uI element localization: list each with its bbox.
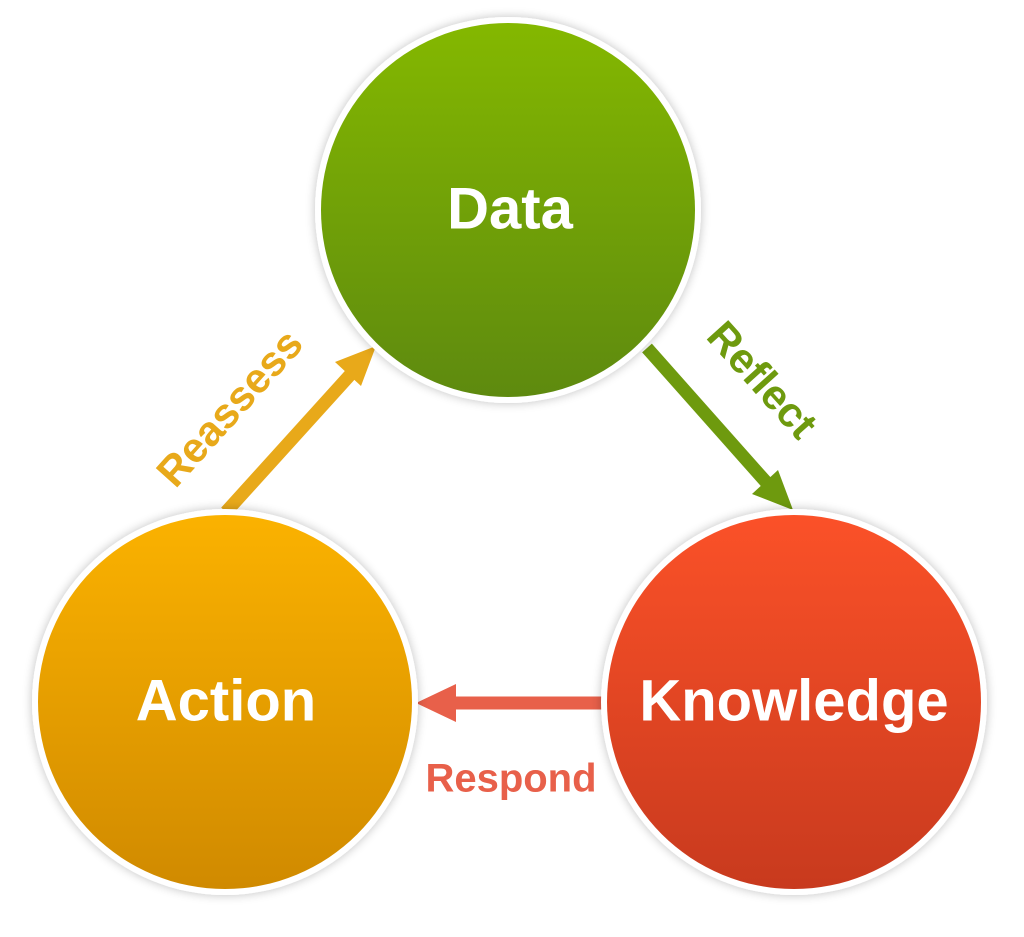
reflect-arrow [642, 343, 793, 510]
respond-label: Respond [425, 757, 596, 801]
data-node: Data [315, 17, 701, 403]
reassess-arrow-head [335, 346, 376, 386]
reassess-arrow-shaft [221, 370, 355, 517]
data-node-circle [321, 23, 695, 397]
action-node-label: Action [136, 668, 316, 733]
data-node-label: Data [447, 176, 573, 241]
reflect-arrow-shaft [642, 343, 771, 487]
respond-arrow-head [416, 684, 456, 722]
respond-arrow [416, 684, 603, 722]
reflect-arrow-head [752, 470, 793, 510]
knowledge-node-circle [607, 515, 981, 889]
knowledge-node: Knowledge [601, 509, 987, 895]
action-node: Action [32, 509, 418, 895]
reassess-label: Reassess [147, 320, 312, 496]
knowledge-node-label: Knowledge [639, 668, 948, 733]
action-node-circle [38, 515, 412, 889]
reassess-arrow [221, 346, 376, 517]
